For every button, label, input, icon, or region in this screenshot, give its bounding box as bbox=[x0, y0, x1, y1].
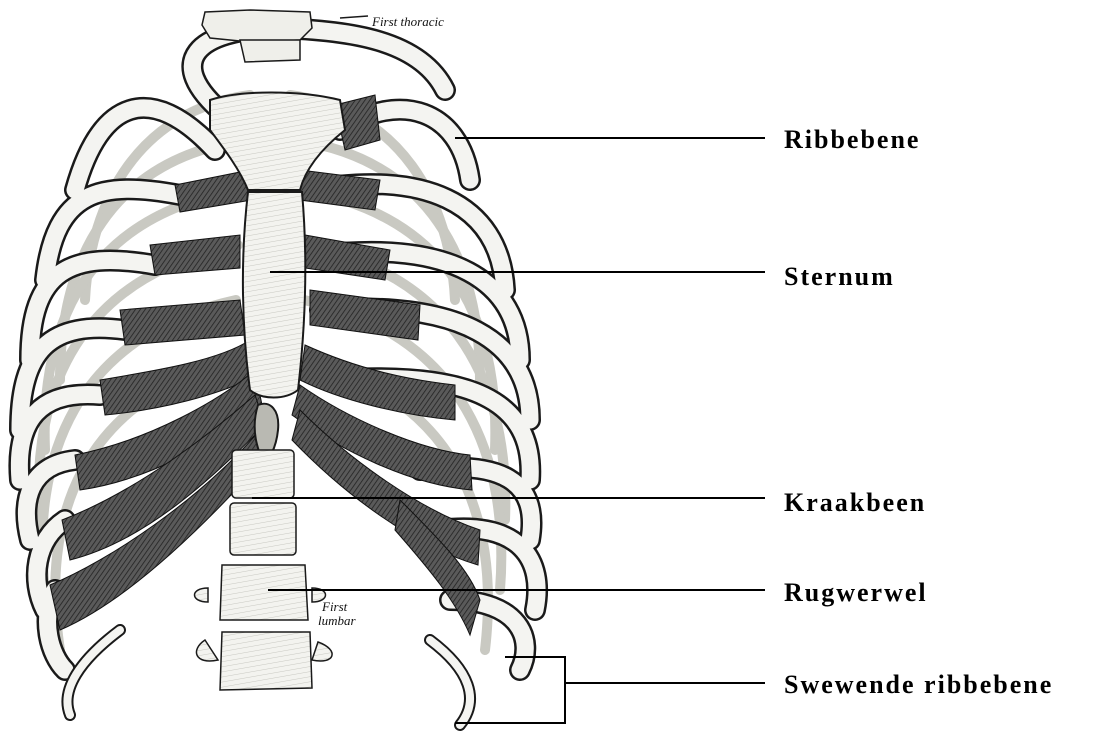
first-thoracic-label: First thoracic bbox=[372, 15, 444, 28]
callout-vertebra: Rugwerwel bbox=[784, 578, 928, 608]
callout-floating-ribs: Swewende ribbebene bbox=[784, 670, 1053, 700]
first-lumbar-label-line2: lumbar bbox=[318, 614, 356, 627]
callout-ribs: Ribbebene bbox=[784, 125, 920, 155]
first-lumbar-label-line1: First bbox=[322, 600, 347, 613]
callout-cartilage: Kraakbeen bbox=[784, 488, 926, 518]
callout-sternum: Sternum bbox=[784, 262, 895, 292]
